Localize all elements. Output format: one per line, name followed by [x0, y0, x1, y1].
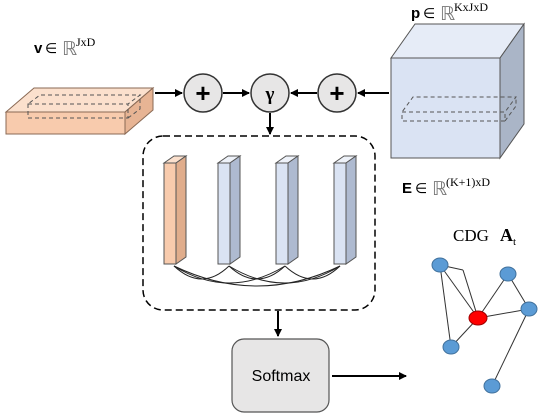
graph-conv-container [142, 135, 376, 311]
cdg-subscript: t [513, 236, 516, 248]
e-in-symbol: ∈ [415, 180, 427, 196]
softmax-box [231, 338, 330, 413]
v-set-symbol: ℝ [62, 38, 77, 60]
bar-connection-arcs [173, 265, 341, 287]
v-tensor [4, 86, 155, 136]
p-dims: KxJxD [454, 0, 488, 14]
v-dims: JxD [76, 35, 96, 49]
v-symbol: v [34, 40, 43, 57]
p-tensor [390, 22, 525, 160]
gamma-label: γ [265, 84, 275, 105]
plus-right-node [317, 73, 357, 113]
embedding-bar-2 [216, 155, 242, 265]
graph-nodes [431, 257, 538, 394]
gamma-node [250, 73, 290, 113]
graph-node [483, 378, 501, 394]
cdg-symbol: A [500, 225, 513, 245]
graph-node-center [468, 310, 488, 326]
e-set-symbol: ℝ [432, 178, 447, 200]
embedding-bar-4 [332, 155, 358, 265]
p-symbol: p [411, 5, 420, 22]
embedding-bar-3 [274, 155, 300, 265]
cdg-prefix: CDG [453, 226, 489, 245]
e-dims: (K+1)xD [446, 175, 490, 189]
p-set-symbol: ℝ [440, 3, 455, 25]
plus-left-node [183, 73, 223, 113]
flow-arrows [155, 89, 407, 380]
graph-edges [439, 264, 530, 387]
embedding-bar-1 [162, 155, 188, 265]
p-in-symbol: ∈ [423, 5, 435, 21]
v-in-symbol: ∈ [45, 40, 57, 56]
graph-node [499, 266, 517, 282]
plus-left-label: + [195, 78, 210, 108]
graph-node [442, 339, 460, 355]
plus-right-label: + [329, 78, 344, 108]
e-symbol: E [402, 180, 412, 197]
softmax-label: Softmax [252, 368, 311, 385]
graph-node [520, 301, 538, 317]
graph-node [431, 257, 449, 273]
